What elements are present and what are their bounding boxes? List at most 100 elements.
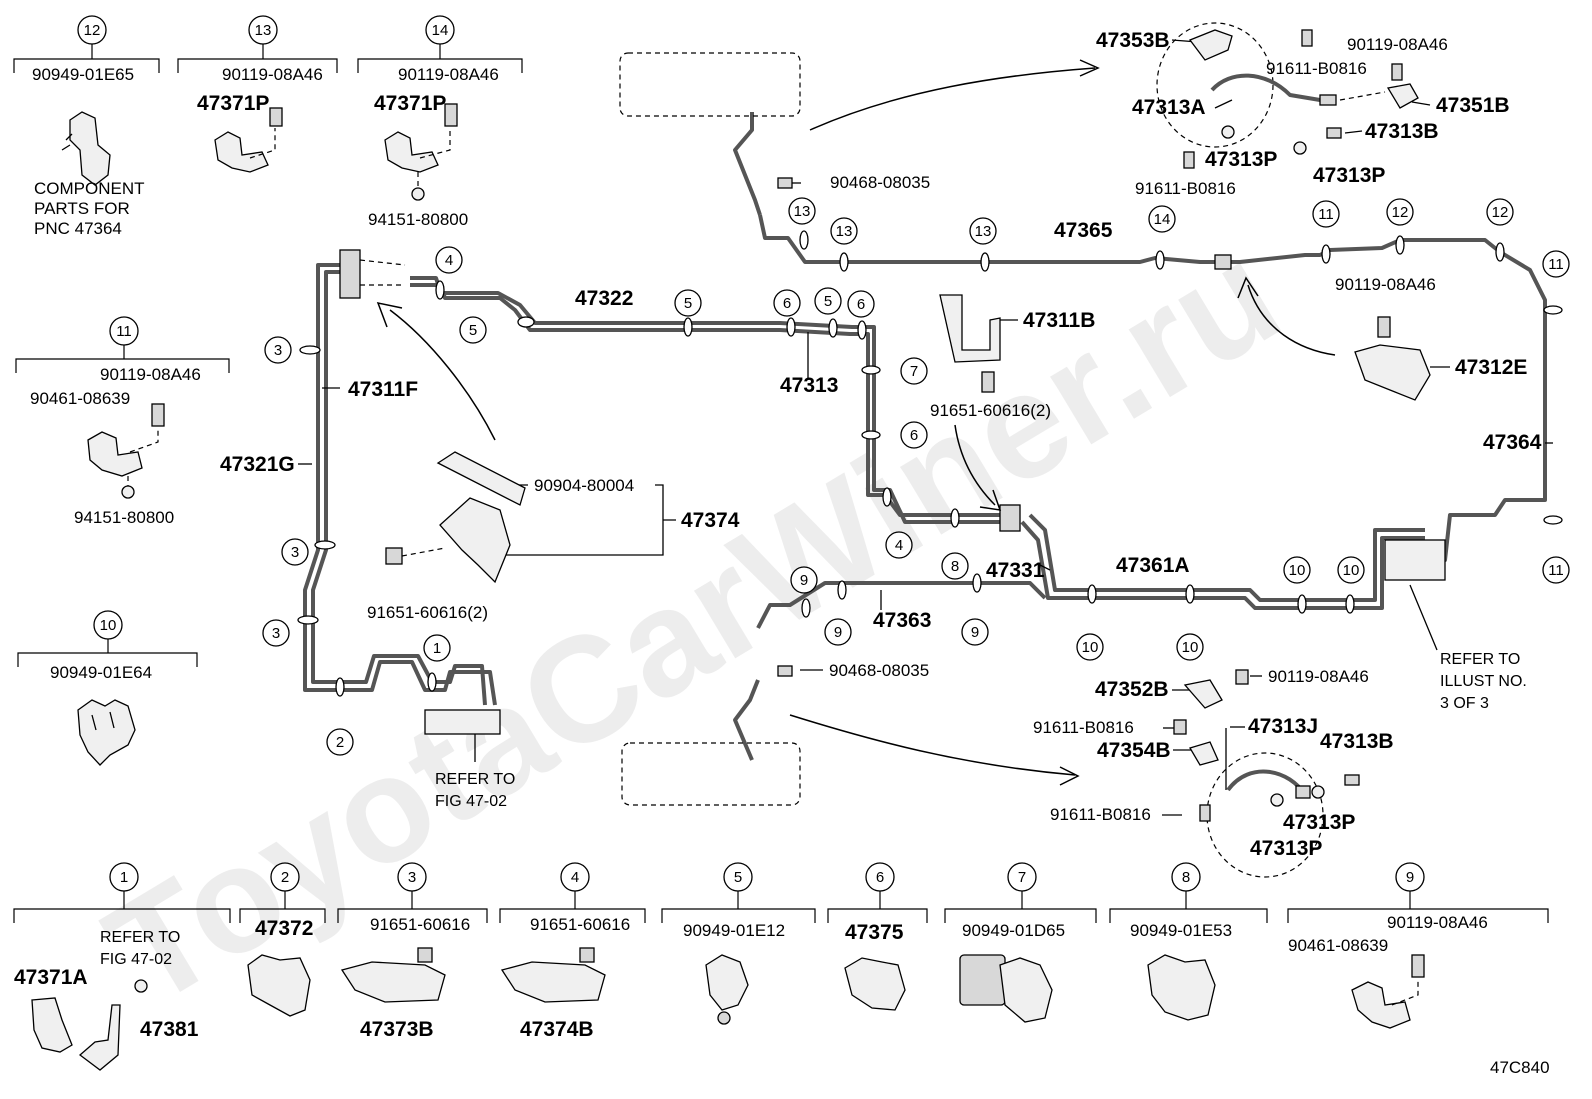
main-callouts: 3 3 3 2 1 4 5 5 6 5 6 7 6 4 8 9 9 9 10 1… xyxy=(262,197,1570,756)
frame-ref-box-bottom xyxy=(621,742,801,806)
svg-text:7: 7 xyxy=(1018,869,1026,886)
label-47354B: 47354B xyxy=(1097,739,1171,762)
frame-ref-box-top xyxy=(619,52,801,117)
legend-box-11: 11 90119-08A46 90461-08639 94151-80800 xyxy=(15,316,230,527)
nut-icon xyxy=(411,187,425,201)
svg-text:11: 11 xyxy=(1548,256,1564,273)
svg-text:11: 11 xyxy=(1318,206,1334,223)
clip-icon xyxy=(247,954,311,1017)
legend-box-4: 4 91651-60616 47374B xyxy=(499,862,646,1041)
svg-text:7: 7 xyxy=(910,363,918,380)
svg-text:14: 14 xyxy=(432,22,449,39)
watermark: ToyotaCarWiner.ru xyxy=(80,209,1306,1038)
svg-text:3: 3 xyxy=(408,869,416,886)
legend-box-1: 1 REFER TO FIG 47-02 47371A 47381 xyxy=(13,862,231,1071)
label-47313: 47313 xyxy=(780,374,838,397)
svg-text:6: 6 xyxy=(876,869,884,886)
svg-text:3: 3 xyxy=(274,342,282,359)
svg-text:8: 8 xyxy=(951,558,959,575)
label-47371A: 47371A xyxy=(14,966,88,989)
label-47331: 47331 xyxy=(986,559,1045,582)
component-note-line3: PNC 47364 xyxy=(34,219,122,238)
nut-icon xyxy=(134,979,148,993)
part-label-bolt: 90119-08A46 xyxy=(398,65,499,84)
callout-14: 14 xyxy=(425,15,455,45)
label-47374B: 47374B xyxy=(520,1018,594,1041)
svg-text:8: 8 xyxy=(1182,869,1190,886)
legend-box-8: 8 90949-01E53 xyxy=(1109,862,1268,1021)
svg-text:6: 6 xyxy=(857,296,865,313)
part-label-90949-01E64: 90949-01E64 xyxy=(50,663,152,682)
refer-illust-line1: REFER TO xyxy=(1440,651,1520,668)
pipe-clips xyxy=(297,230,1563,697)
arrow-icon xyxy=(389,309,496,441)
clamp-icon xyxy=(1351,981,1411,1029)
label-91611-c: 91611-B0816 xyxy=(1033,718,1134,737)
legend-box-10: 10 90949-01E64 xyxy=(17,610,198,766)
svg-text:5: 5 xyxy=(684,295,692,312)
bolt-icon xyxy=(269,107,283,127)
bracket-47311B xyxy=(939,294,1001,393)
upper-hose-detail xyxy=(1183,29,1419,169)
svg-text:13: 13 xyxy=(836,223,853,240)
label-47363: 47363 xyxy=(873,609,931,632)
label-91611-a: 91611-B0816 xyxy=(1266,59,1367,78)
legend-box-13: 13 90119-08A46 47371P xyxy=(177,15,338,173)
nut-icon xyxy=(121,485,135,499)
legend-box-12: 12 90949-01E65 COMPONENT PARTS FOR PNC 4… xyxy=(13,15,160,238)
clamp-icon xyxy=(87,431,143,477)
label-90949-01E53: 90949-01E53 xyxy=(1130,921,1232,940)
label-91651-mid: 91651-60616(2) xyxy=(930,401,1051,420)
legend-box-2: 2 47372 xyxy=(239,862,326,1017)
svg-text:6: 6 xyxy=(910,427,918,444)
refer-fig-note-line2: FIG 47-02 xyxy=(100,951,172,968)
svg-text:6: 6 xyxy=(783,295,791,312)
refer-fig-line2: FIG 47-02 xyxy=(435,793,507,810)
svg-text:14: 14 xyxy=(1154,211,1171,228)
clip-icon xyxy=(844,957,906,1011)
label-47311F: 47311F xyxy=(348,378,418,401)
label-47353B: 47353B xyxy=(1096,29,1170,52)
label-47381: 47381 xyxy=(140,1018,199,1041)
svg-text:2: 2 xyxy=(336,734,344,751)
part-label-bolt: 90119-08A46 xyxy=(222,65,323,84)
svg-text:9: 9 xyxy=(971,624,979,641)
label-47322: 47322 xyxy=(575,287,633,310)
svg-text:13: 13 xyxy=(255,22,272,39)
clamp-icon xyxy=(500,961,606,1003)
label-47365: 47365 xyxy=(1054,219,1113,242)
svg-text:4: 4 xyxy=(445,252,453,269)
bolt-icon xyxy=(444,103,458,127)
label-47375: 47375 xyxy=(845,921,904,944)
flex-hoses xyxy=(339,112,793,761)
multi-clip-icon xyxy=(1147,954,1216,1021)
label-90468-low: 90468-08035 xyxy=(829,661,929,680)
label-90461-08639: 90461-08639 xyxy=(1288,936,1388,955)
label-bolt: 91651-60616 xyxy=(530,915,630,934)
svg-text:10: 10 xyxy=(1343,562,1360,579)
svg-text:4: 4 xyxy=(895,537,903,554)
clamp-icon xyxy=(31,997,73,1053)
svg-text:12: 12 xyxy=(1492,204,1509,221)
part-label-94151-80800: 94151-80800 xyxy=(368,210,468,229)
legend-box-14: 14 90119-08A46 47371P 94151-80800 xyxy=(357,15,523,229)
label-47312E: 47312E xyxy=(1455,356,1527,379)
grommet-icon xyxy=(959,954,1006,1006)
hose-clip-icon xyxy=(69,111,111,186)
clamp-47312E xyxy=(1354,316,1431,401)
rear-junction-icon xyxy=(1384,539,1446,581)
label-90949-01D65: 90949-01D65 xyxy=(962,921,1065,940)
label-90468-top: 90468-08035 xyxy=(830,173,930,192)
label-47313B-top: 47313B xyxy=(1365,120,1439,143)
svg-text:5: 5 xyxy=(824,293,832,310)
detail-circle-lower xyxy=(1206,752,1324,878)
label-47372: 47372 xyxy=(255,917,313,940)
part-label-94151-80800: 94151-80800 xyxy=(74,508,174,527)
label-90949-01E12: 90949-01E12 xyxy=(683,921,785,940)
svg-text:13: 13 xyxy=(794,203,811,220)
callout-12: 12 xyxy=(77,15,107,45)
svg-text:1: 1 xyxy=(433,640,441,657)
label-91611-d: 91611-B0816 xyxy=(1050,805,1151,824)
label-47313P-c: 47313P xyxy=(1283,811,1355,834)
